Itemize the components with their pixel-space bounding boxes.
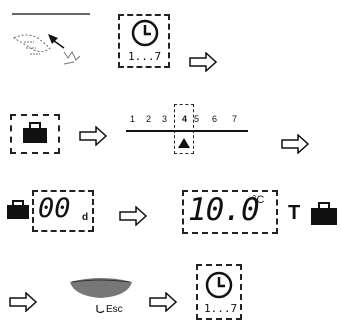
arrow-right-icon	[118, 206, 148, 226]
hand-press-illustration	[4, 8, 96, 78]
arrow-right-icon	[148, 292, 178, 312]
arrow-right-icon	[78, 126, 108, 146]
esc-button-illustration	[66, 276, 136, 326]
day-label-5: 5	[194, 114, 199, 124]
clock-icon-top	[130, 18, 160, 53]
arrow-right-icon	[8, 292, 38, 312]
clock-range-top: 1...7	[128, 50, 161, 63]
current-day-marker-icon	[177, 137, 191, 149]
day-label-7: 7	[232, 114, 237, 124]
day-label-3: 3	[162, 114, 167, 124]
temperature-unit: °C	[252, 194, 264, 206]
clock-range-bottom: 1...7	[204, 302, 237, 315]
day-label-6: 6	[212, 114, 217, 124]
arrow-right-icon	[280, 134, 310, 154]
temp-mode-letter: T	[288, 202, 300, 225]
briefcase-icon	[310, 202, 338, 231]
rotate-back-icon	[94, 303, 106, 315]
temperature-display: 10.0	[188, 192, 259, 228]
esc-label: Esc	[106, 304, 123, 315]
briefcase-icon	[22, 122, 48, 149]
days-display: 00	[38, 194, 71, 224]
day-label-2: 2	[146, 114, 151, 124]
days-unit: d	[82, 212, 88, 223]
day-scale: 1 2 3 4 5 6 7	[124, 104, 274, 154]
clock-icon-bottom	[204, 270, 234, 305]
arrow-right-icon	[188, 52, 218, 72]
briefcase-icon	[6, 200, 30, 225]
day-label-1: 1	[130, 114, 135, 124]
